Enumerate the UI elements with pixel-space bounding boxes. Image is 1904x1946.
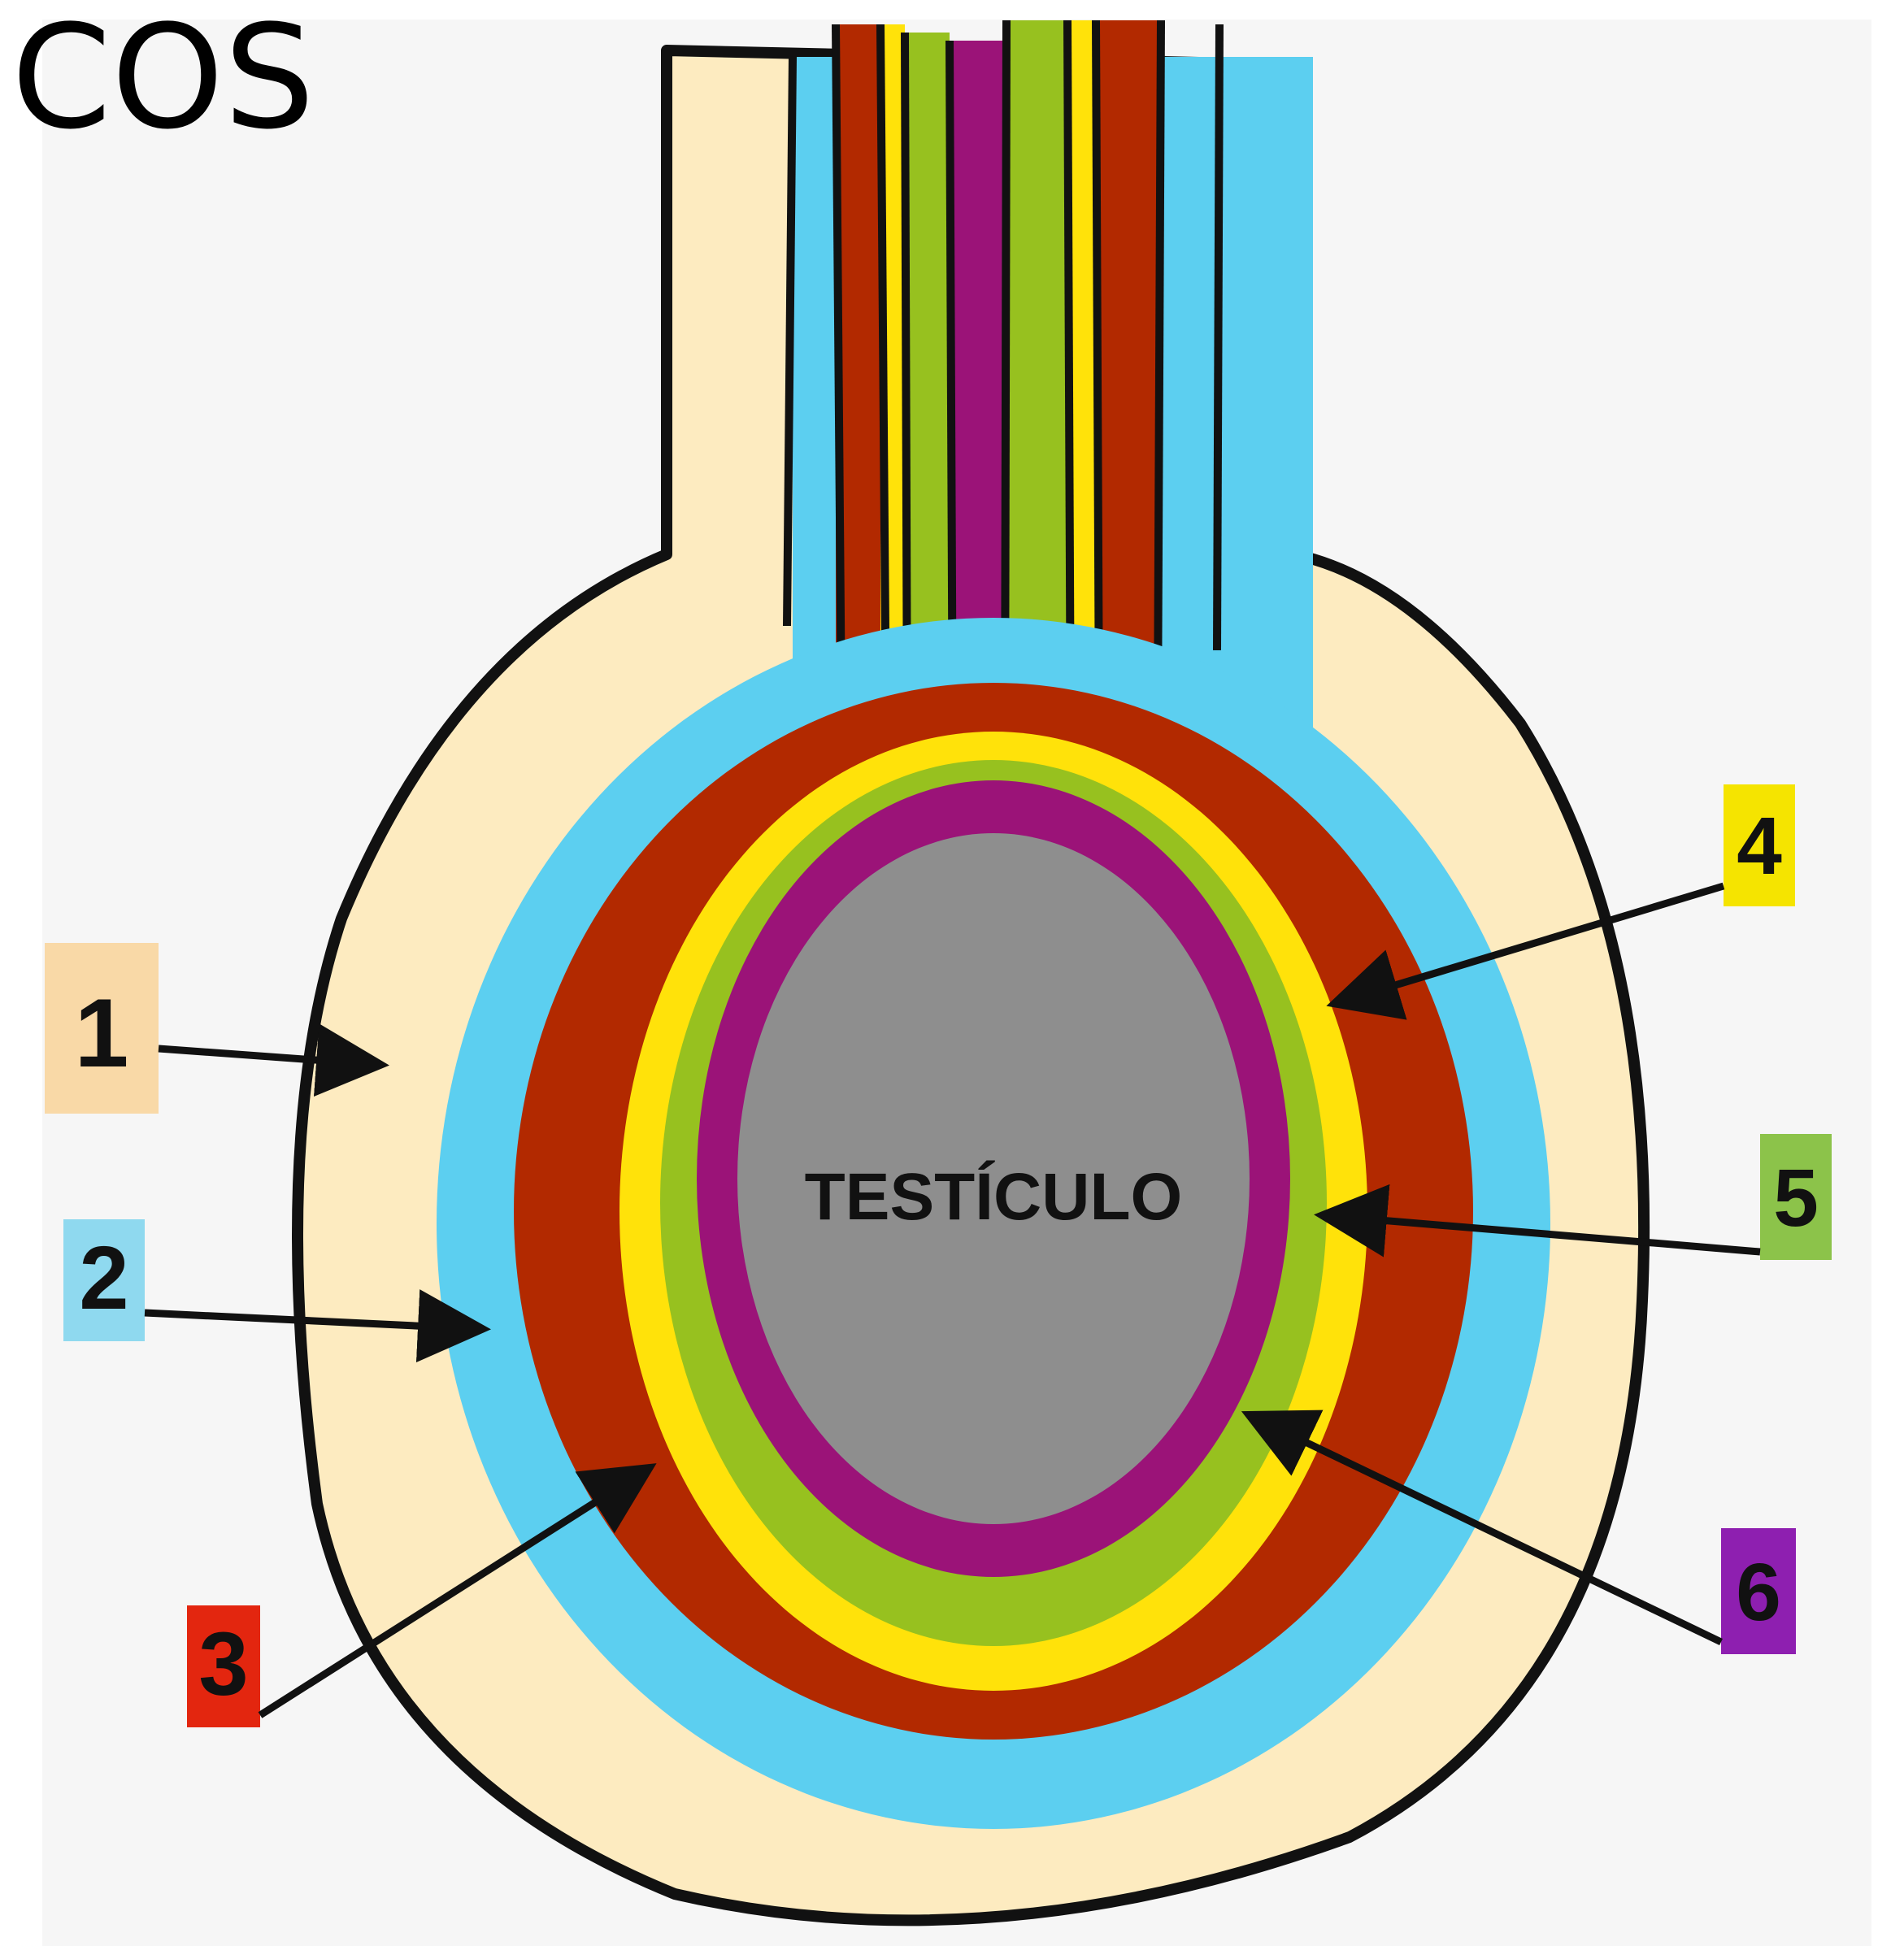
layer-label-6: 6 [1721,1528,1796,1654]
layer-label-5: 5 [1760,1134,1832,1260]
layer-label-3: 3 [187,1605,260,1727]
layer-label-1: 1 [45,943,159,1114]
label-4-number: 4 [1737,801,1782,892]
label-3-number: 3 [198,1614,248,1714]
label-2-number: 2 [79,1228,128,1328]
layer-label-2: 2 [63,1219,145,1341]
label-1-number: 1 [75,979,129,1088]
testis-label: TESTÍCULO [805,1160,1183,1234]
layer-label-4: 4 [1724,784,1795,906]
label-5-number: 5 [1773,1153,1819,1244]
label-6-number: 6 [1736,1547,1781,1638]
